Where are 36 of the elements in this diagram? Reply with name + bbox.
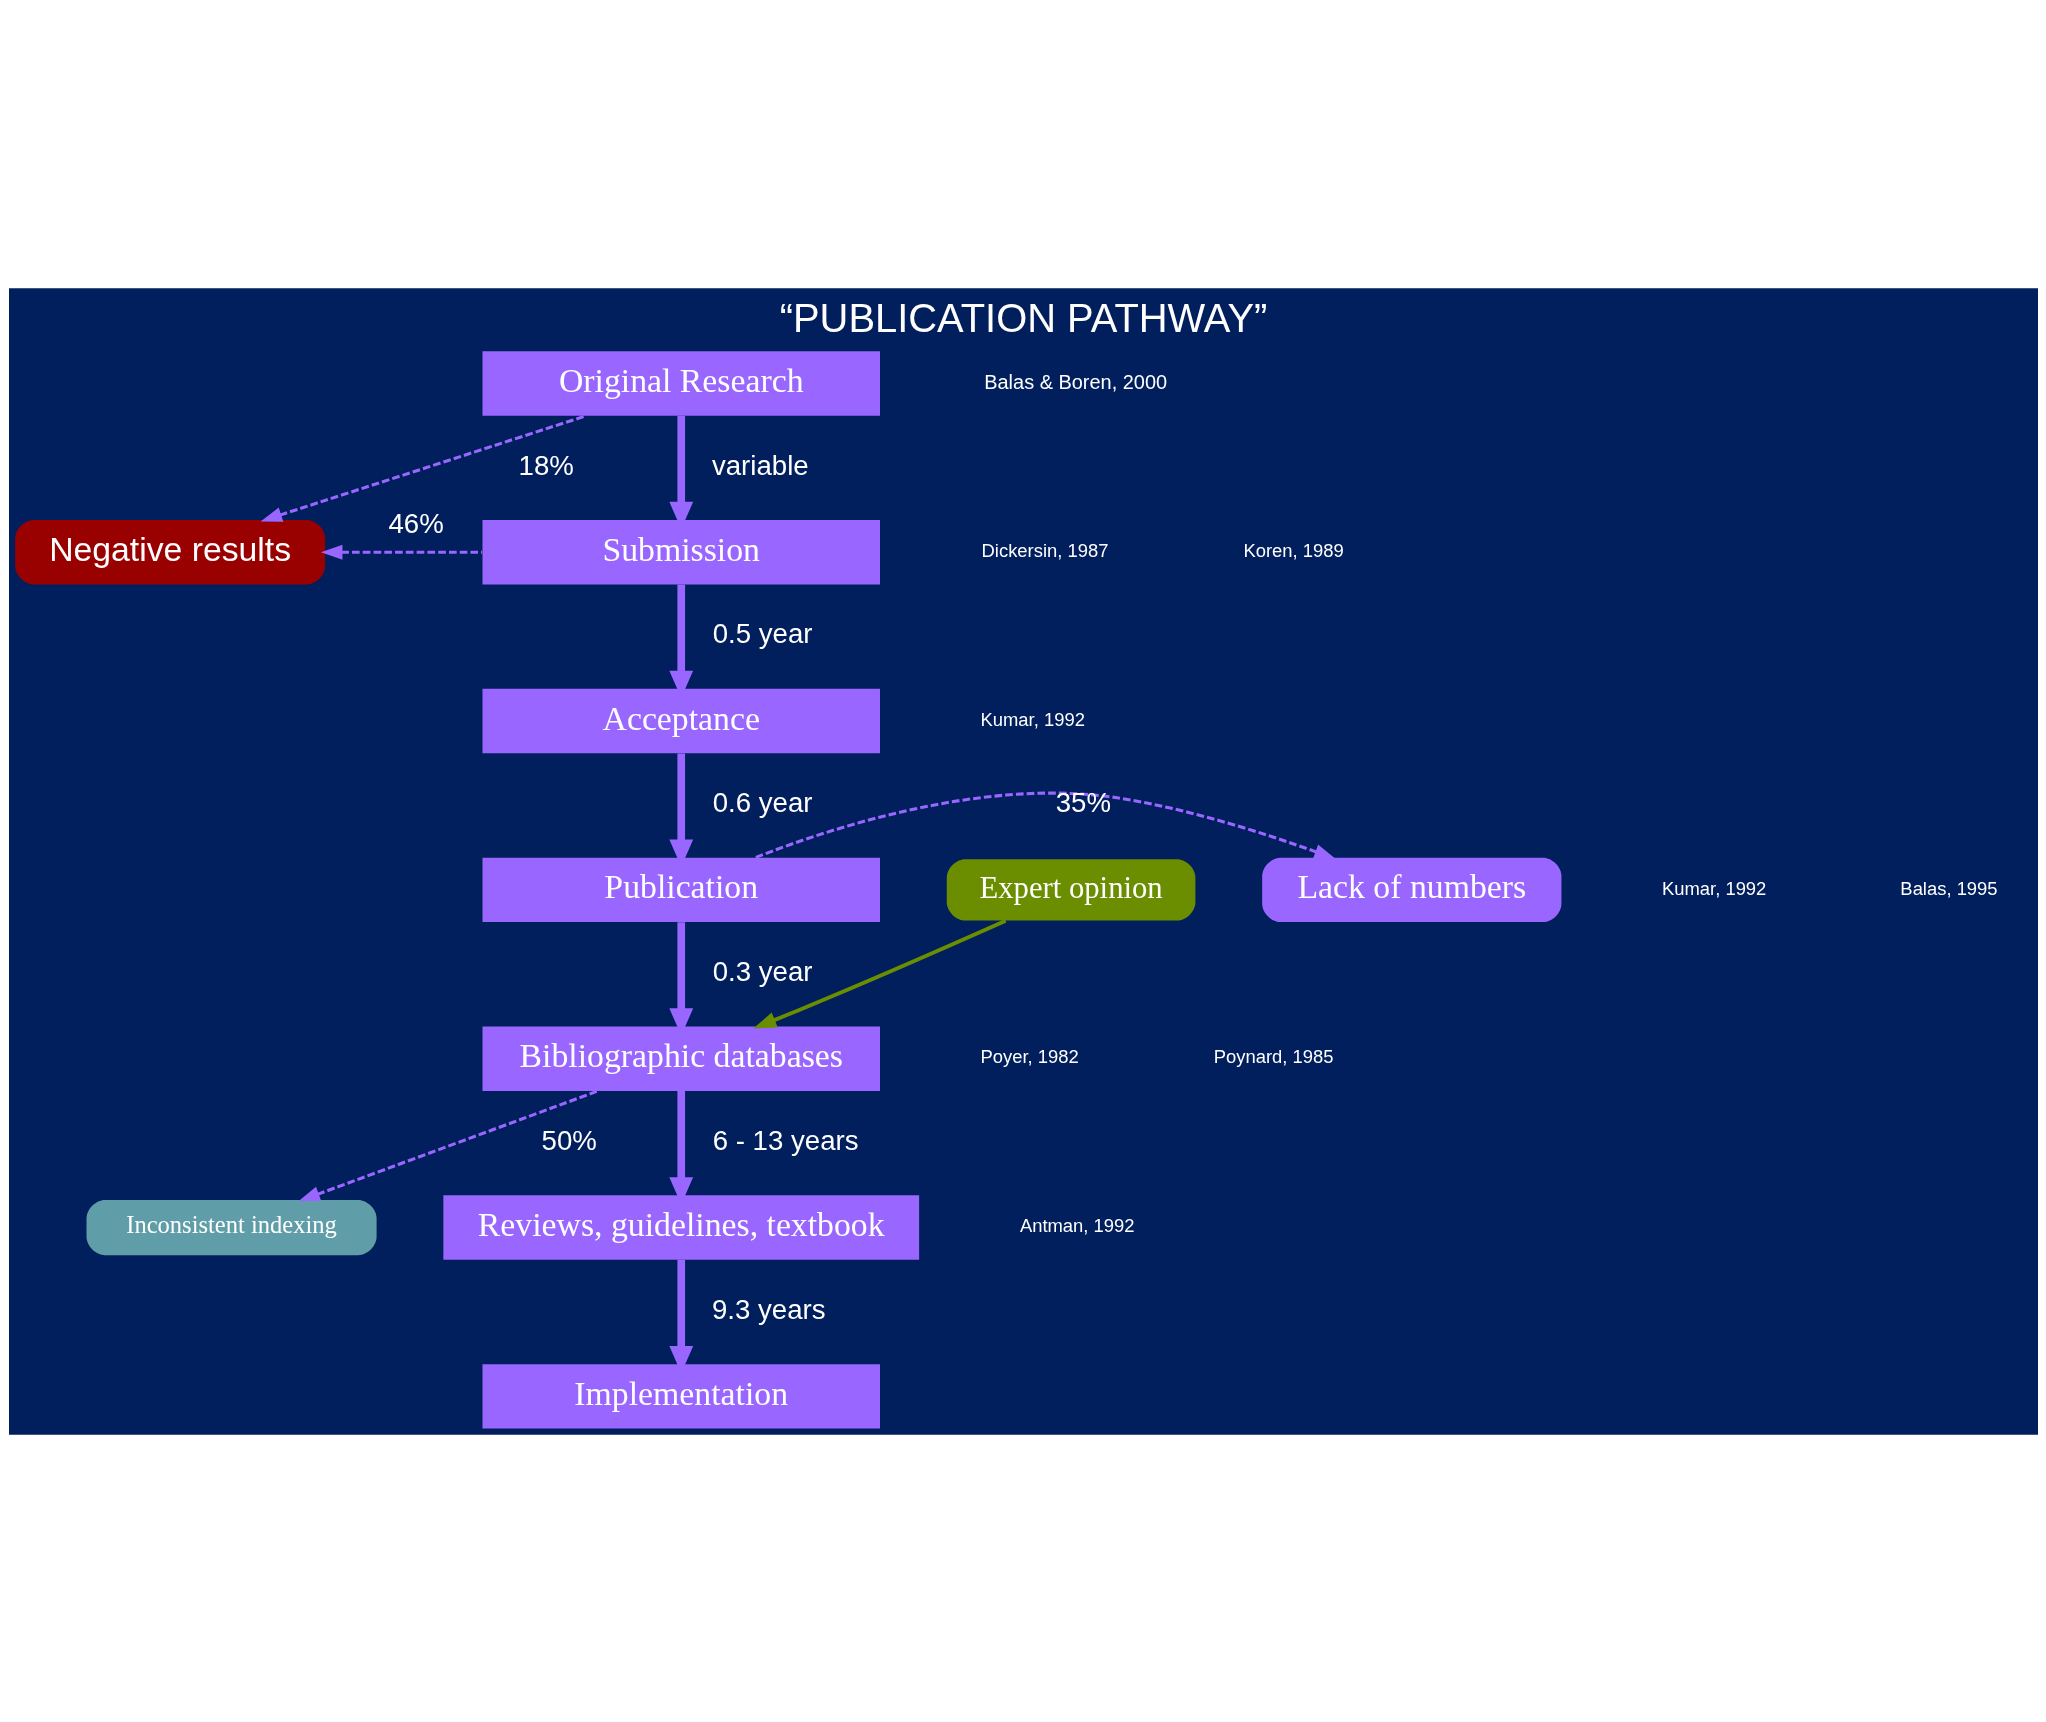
- edge-label: 35%: [1055, 786, 1111, 818]
- edge-label: 9.3 years: [711, 1293, 826, 1325]
- edge-label: 0.5 year: [712, 617, 812, 649]
- node-box: Reviews, guidelines, textbook: [442, 1194, 919, 1260]
- edge-label: 6 - 13 years: [712, 1124, 858, 1156]
- node-box: Implementation: [482, 1363, 880, 1429]
- label: Antman, 1992: [1019, 1214, 1135, 1236]
- label: Kumar, 1992: [1661, 877, 1766, 899]
- node-box: Negative results: [14, 519, 325, 584]
- node-box: Inconsistent indexing: [86, 1199, 377, 1255]
- edge-label: 0.6 year: [712, 786, 812, 818]
- label: Kumar, 1992: [980, 708, 1085, 730]
- label: Poyer, 1982: [980, 1045, 1079, 1067]
- edge-label: 46%: [387, 507, 444, 539]
- label: Dickersin, 1987: [981, 539, 1108, 561]
- label: Poynard, 1985: [1213, 1045, 1334, 1067]
- arrow: [297, 1089, 598, 1201]
- arrow: [754, 791, 1336, 859]
- node-box: Publication: [482, 857, 880, 922]
- arrow: [320, 544, 482, 560]
- arrow: [752, 918, 1006, 1029]
- node-box: Bibliographic databases: [482, 1026, 880, 1091]
- node-box: Acceptance: [482, 688, 880, 753]
- edge-label: 0.3 year: [712, 955, 812, 987]
- node-box: Original Research: [482, 350, 880, 416]
- node-box: Submission: [482, 519, 880, 584]
- edge-label: 50%: [541, 1124, 597, 1156]
- node-box: Lack of numbers: [1261, 857, 1561, 922]
- label: Balas, 1995: [1899, 877, 1998, 899]
- arrow: [260, 413, 587, 522]
- edge-label: variable: [711, 449, 809, 481]
- node-box: Expert opinion: [946, 858, 1195, 921]
- edge-label: 18%: [518, 449, 574, 481]
- label: Balas & Boren, 2000: [983, 370, 1167, 393]
- label: Koren, 1989: [1242, 539, 1344, 561]
- diagram-title: “PUBLICATION PATHWAY”: [779, 295, 1267, 340]
